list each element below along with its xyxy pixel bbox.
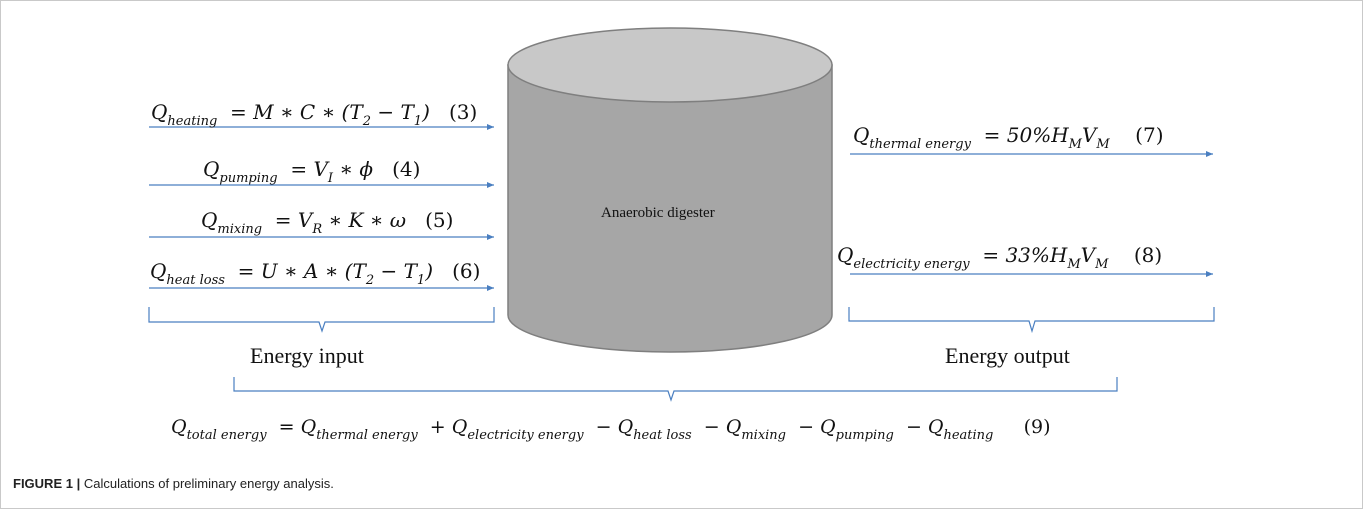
mixing-sub: mixing — [217, 221, 263, 237]
heat-loss-q: Q — [150, 259, 167, 283]
heat-loss-sub: heat loss — [166, 272, 225, 288]
figure-caption-text: Calculations of preliminary energy analy… — [83, 476, 334, 491]
heat-loss-close: ) — [425, 259, 433, 283]
total-q: Q — [171, 416, 187, 438]
total-equation: Qtotal energy = Qthermal energy + Qelect… — [171, 418, 1051, 442]
total-eq-number: (9) — [1023, 416, 1051, 438]
heating-q: Q — [151, 100, 168, 124]
mixing-q: Q — [201, 208, 218, 232]
total-term-1: = Q — [278, 416, 317, 438]
pumping-eq-number: (4) — [392, 157, 421, 181]
total-term-2-sub: electricity energy — [467, 427, 584, 443]
thermal-vsub: M — [1096, 136, 1110, 152]
thermal-v: V — [1081, 123, 1097, 147]
thermal-eq-number: (7) — [1135, 123, 1164, 147]
electricity-rhs: = 33%H — [982, 243, 1068, 267]
total-term-4-sub: mixing — [741, 427, 786, 443]
thermal-q: Q — [853, 123, 870, 147]
heating-rhs: = M ∗ C ∗ (T — [230, 100, 363, 124]
thermal-sub: thermal energy — [869, 136, 971, 152]
heat-loss-t2: 2 — [365, 272, 375, 288]
digester-cylinder — [507, 27, 833, 353]
pumping-rest: ∗ ϕ — [333, 157, 373, 181]
figure-caption-label: FIGURE 1 | — [13, 476, 81, 491]
pumping-rhs: = V — [290, 157, 328, 181]
heating-minus: − T — [370, 100, 414, 124]
mixing-rhs: = V — [274, 208, 313, 232]
input-bracket — [148, 307, 495, 333]
heat-loss-equation: Qheat loss = U ∗ A ∗ (T2 − T1) (6) — [150, 261, 480, 287]
thermal-hsub: M — [1068, 136, 1082, 152]
energy-output-label: Energy output — [945, 343, 1070, 368]
total-term-6-sub: heating — [943, 427, 994, 443]
electricity-equation: Qelectricity energy = 33%HMVM (8) — [837, 245, 1162, 271]
electricity-v: V — [1080, 243, 1096, 267]
heat-loss-t1: 1 — [416, 272, 426, 288]
pumping-q: Q — [203, 157, 220, 181]
pumping-sub: pumping — [219, 170, 278, 186]
total-term-3: − Q — [595, 416, 634, 438]
mixing-eq-number: (5) — [425, 208, 454, 232]
total-term-3-sub: heat loss — [633, 427, 692, 443]
digester-body — [507, 64, 833, 353]
energy-input-label: Energy input — [250, 343, 364, 368]
thermal-equation: Qthermal energy = 50%HMVM (7) — [853, 125, 1164, 151]
total-term-5-sub: pumping — [835, 427, 894, 443]
electricity-sub: electricity energy — [853, 256, 970, 272]
heating-close: ) — [422, 100, 430, 124]
total-term-5: − Q — [798, 416, 836, 438]
total-term-6: − Q — [905, 416, 944, 438]
total-term-2: + Q — [429, 416, 468, 438]
mixing-vsub: R — [312, 221, 323, 237]
digester-top — [507, 27, 833, 103]
mixing-rest: ∗ K ∗ ω — [322, 208, 407, 232]
figure-caption: FIGURE 1 | Calculations of preliminary e… — [13, 476, 334, 491]
output-bracket — [848, 307, 1215, 334]
heating-sub: heating — [167, 113, 218, 129]
heating-eq-number: (3) — [448, 100, 478, 124]
thermal-rhs: = 50%H — [983, 123, 1069, 147]
digester-label: Anaerobic digester — [601, 205, 715, 221]
heat-loss-minus: − T — [374, 259, 417, 283]
pumping-vsub: I — [327, 170, 334, 186]
heat-loss-rhs: = U ∗ A ∗ (T — [237, 259, 366, 283]
heating-t1: 1 — [413, 113, 423, 129]
total-bracket — [233, 377, 1118, 402]
pumping-equation: Qpumping = VI ∗ ϕ (4) — [203, 159, 420, 185]
heating-t2: 2 — [362, 113, 371, 129]
heating-equation: Qheating = M ∗ C ∗ (T2 − T1) (3) — [151, 102, 477, 128]
total-term-1-sub: thermal energy — [316, 427, 418, 443]
total-sub: total energy — [186, 427, 267, 443]
heat-loss-eq-number: (6) — [452, 259, 481, 283]
electricity-eq-number: (8) — [1133, 243, 1163, 267]
electricity-q: Q — [837, 243, 854, 267]
electricity-hsub: M — [1067, 256, 1081, 272]
total-term-4: − Q — [703, 416, 742, 438]
electricity-vsub: M — [1095, 256, 1109, 272]
mixing-equation: Qmixing = VR ∗ K ∗ ω (5) — [201, 210, 453, 236]
